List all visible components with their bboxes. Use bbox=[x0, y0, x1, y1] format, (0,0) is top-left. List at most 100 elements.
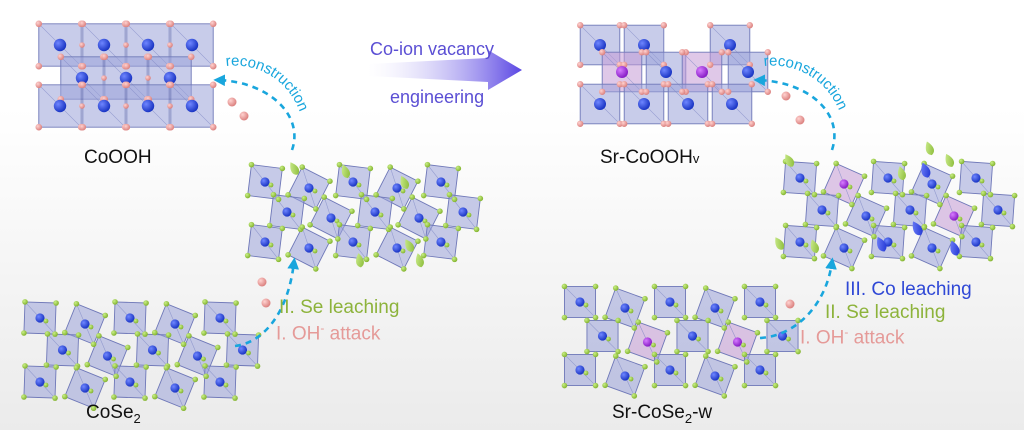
sr-cose2w-prefix: Sr-CoSe bbox=[612, 402, 685, 423]
co-atom bbox=[817, 205, 827, 215]
se-atom bbox=[642, 295, 648, 302]
se-atom bbox=[299, 224, 306, 230]
se-atom bbox=[943, 192, 949, 199]
se-atom bbox=[389, 195, 396, 202]
se-atom bbox=[561, 283, 568, 290]
se-atom bbox=[602, 314, 608, 321]
se-atom bbox=[420, 252, 427, 259]
se-atom bbox=[913, 210, 919, 216]
cooh-label: CoOOH bbox=[84, 148, 152, 167]
se-atom bbox=[444, 242, 450, 248]
se-atom bbox=[741, 283, 748, 290]
se-atom bbox=[833, 224, 839, 231]
left-leaching-arrow bbox=[234, 257, 300, 348]
se-atom bbox=[356, 242, 362, 248]
se-atom bbox=[21, 330, 27, 336]
o-atom bbox=[616, 81, 623, 88]
co-atom bbox=[57, 345, 68, 355]
se-atom bbox=[201, 394, 207, 400]
right-oh-attack-sup: - bbox=[844, 325, 849, 339]
right-oh-attack-pre: I. OH bbox=[800, 327, 845, 349]
se-atom bbox=[363, 196, 370, 203]
co-atom bbox=[594, 39, 606, 51]
se-drop bbox=[945, 153, 955, 167]
cose2-label: CoSe2 bbox=[86, 403, 141, 425]
co-atom bbox=[75, 71, 89, 85]
se-atom bbox=[90, 405, 97, 412]
se-drop bbox=[775, 237, 785, 250]
se-atom bbox=[682, 283, 689, 290]
se-atom bbox=[356, 182, 362, 188]
se-atom bbox=[743, 359, 750, 365]
se-atom bbox=[373, 191, 379, 198]
co-atom bbox=[927, 243, 937, 253]
se-atom bbox=[583, 302, 589, 308]
co-atom bbox=[170, 383, 180, 393]
o-atom bbox=[145, 53, 153, 61]
co-atom bbox=[326, 213, 336, 223]
se-atom bbox=[387, 164, 394, 170]
se-atom bbox=[725, 319, 732, 325]
o-atom bbox=[35, 123, 43, 131]
se-atom bbox=[61, 393, 68, 400]
se-atom bbox=[682, 351, 689, 358]
co-atom bbox=[993, 205, 1003, 215]
se-atom bbox=[899, 255, 906, 262]
sr-cooohv-label: Sr-CoOOHv bbox=[600, 148, 699, 167]
co-atom bbox=[141, 38, 155, 52]
se-atom bbox=[890, 221, 897, 228]
left-oh-attack-label: I. OH- attack bbox=[276, 322, 380, 343]
se-atom bbox=[923, 192, 930, 199]
se-atom bbox=[802, 221, 809, 228]
se-atom bbox=[930, 221, 937, 227]
se-atom bbox=[224, 331, 231, 337]
se-atom bbox=[444, 182, 450, 188]
se-atom bbox=[248, 221, 255, 228]
co-atom bbox=[215, 377, 225, 387]
se-atom bbox=[248, 161, 255, 168]
se-atom bbox=[332, 252, 339, 259]
se-atom bbox=[180, 341, 187, 348]
o-atom bbox=[79, 123, 87, 131]
se-drop bbox=[400, 175, 410, 189]
se-atom bbox=[868, 253, 875, 260]
se-atom bbox=[400, 266, 407, 272]
se-drop bbox=[356, 253, 364, 268]
se-atom bbox=[358, 191, 365, 198]
se-atom bbox=[279, 225, 286, 232]
se-atom bbox=[979, 242, 985, 248]
right-oh-attack-label: I. OH- attack bbox=[800, 326, 904, 347]
se-atom bbox=[653, 359, 660, 365]
se-drop bbox=[341, 164, 350, 179]
se-atom bbox=[772, 382, 779, 389]
se-atom bbox=[373, 251, 379, 258]
co-atom bbox=[163, 71, 177, 85]
atoms-layer bbox=[21, 20, 1018, 412]
co-atom bbox=[724, 39, 736, 51]
co-atom bbox=[927, 179, 937, 189]
se-atom bbox=[203, 373, 209, 380]
sr-atom bbox=[949, 211, 959, 221]
se-atom bbox=[959, 233, 965, 240]
oh-ion bbox=[785, 299, 795, 309]
se-atom bbox=[246, 350, 251, 356]
se-atom bbox=[935, 184, 941, 190]
se-atom bbox=[312, 188, 318, 194]
se-atom bbox=[415, 178, 421, 185]
se-atom bbox=[437, 208, 443, 215]
o-atom bbox=[599, 88, 606, 95]
se-atom bbox=[134, 331, 141, 337]
o-atom bbox=[209, 81, 217, 89]
se-atom bbox=[795, 317, 801, 324]
co-atom bbox=[436, 177, 446, 187]
se-atom bbox=[989, 160, 996, 167]
oh-ion bbox=[781, 91, 791, 101]
se-atom bbox=[935, 248, 941, 254]
co-atom bbox=[260, 237, 270, 247]
o-atom bbox=[167, 81, 175, 89]
se-atom bbox=[820, 189, 827, 195]
oh-ion bbox=[795, 115, 805, 125]
se-atom bbox=[378, 212, 384, 218]
se-atom bbox=[732, 363, 738, 370]
